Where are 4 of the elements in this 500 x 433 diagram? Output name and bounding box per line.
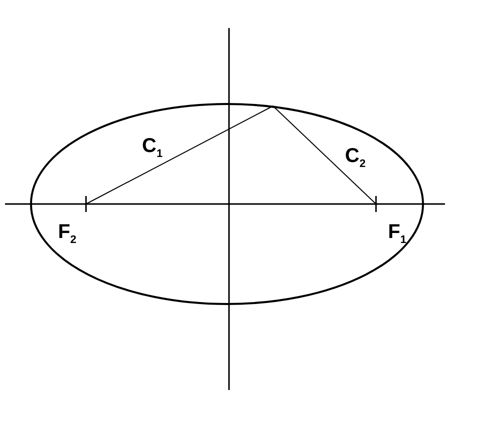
point-label: F$_{1}$ bbox=[388, 222, 406, 246]
point-label: F$_{2}$ bbox=[58, 222, 76, 246]
segment-label: C$_{2}$ bbox=[345, 146, 366, 170]
segment-label: C$_{1}$ bbox=[142, 136, 163, 160]
